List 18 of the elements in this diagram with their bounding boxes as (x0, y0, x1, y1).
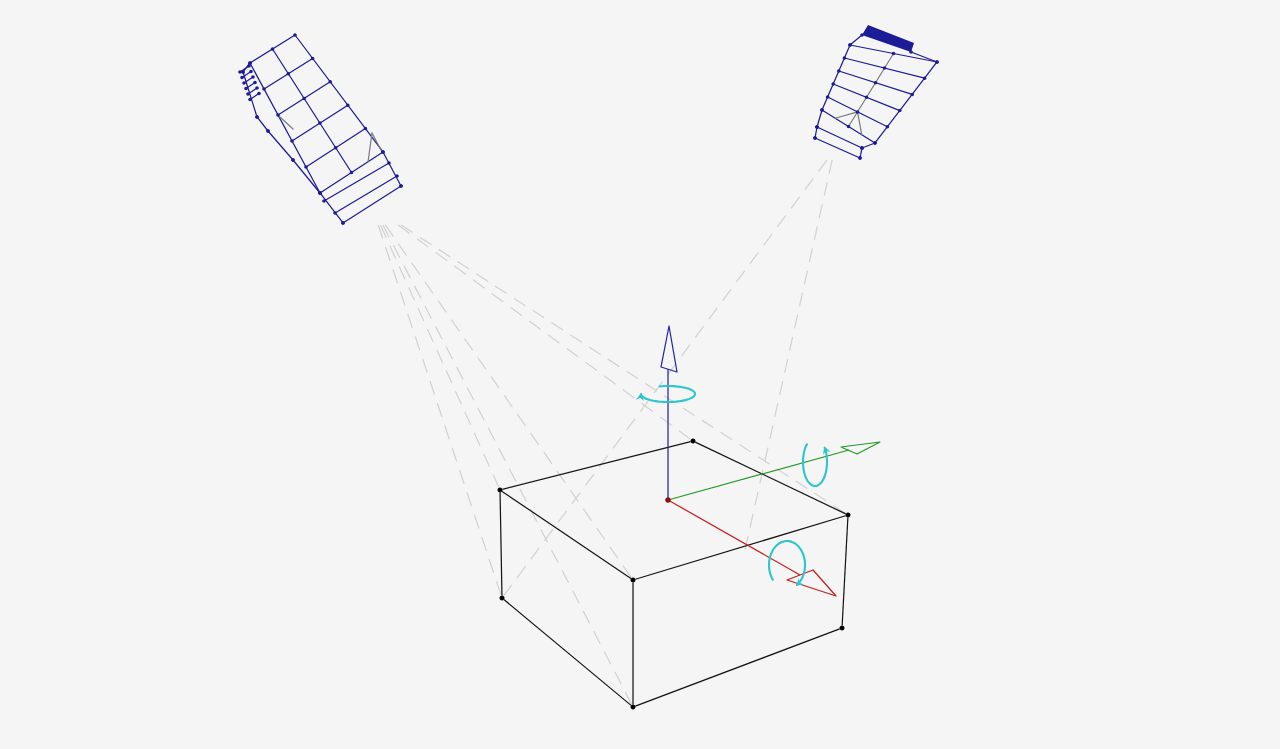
projection-ray (502, 159, 828, 597)
projection-ray (397, 224, 692, 441)
projection-ray (379, 224, 500, 489)
box-edge (501, 490, 632, 580)
camera-wireframe (813, 25, 939, 160)
projection-ray (377, 224, 502, 597)
box-edge (503, 598, 632, 706)
box-edge (841, 516, 849, 627)
box-edge (632, 581, 634, 706)
box-edge (634, 515, 847, 580)
box-edge (634, 628, 841, 707)
box-edge (499, 491, 503, 597)
projection-ray (382, 224, 633, 706)
camera-wireframe (238, 33, 403, 225)
box-edge (694, 441, 847, 515)
projection-ray (400, 224, 847, 515)
projection-ray (744, 159, 833, 551)
box-edge (501, 441, 692, 490)
